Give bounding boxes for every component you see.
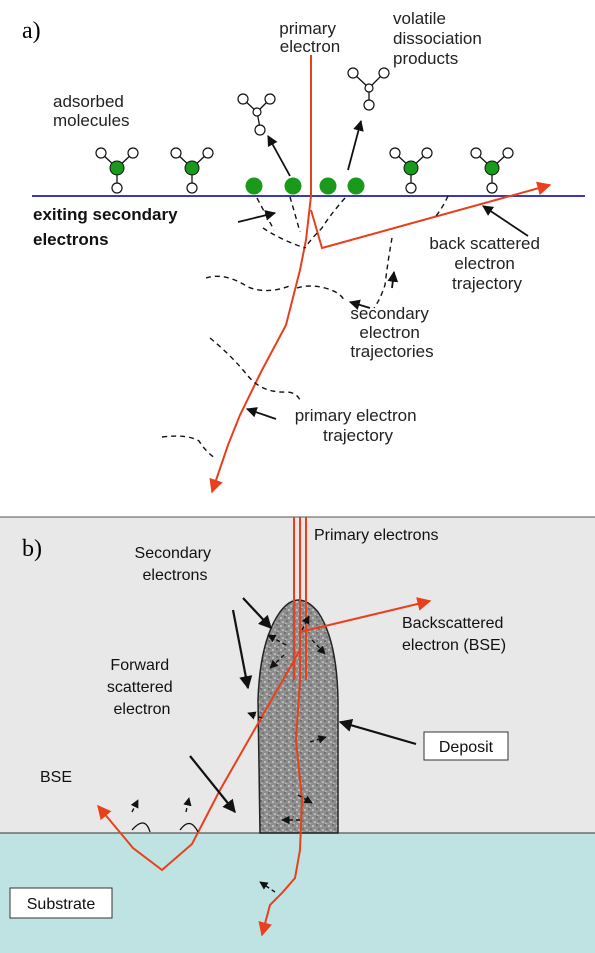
forward-pointer xyxy=(189,755,236,814)
label-primary-trajectory: primary electron trajectory xyxy=(295,406,422,445)
primary-traj-pointer xyxy=(245,407,277,420)
panel-a-label: a) xyxy=(22,18,41,44)
adsorbed-molecule xyxy=(170,147,214,194)
panel-b: b) Primary electrons xyxy=(0,516,595,953)
desorb-arrow-right xyxy=(347,119,364,171)
se-path-9 xyxy=(209,337,301,401)
deposit-label-box xyxy=(423,731,509,761)
bse-right-trajectory xyxy=(299,597,432,633)
label-primary-electrons: Primary electrons xyxy=(314,527,438,544)
exiting-pointer xyxy=(237,210,277,223)
label-backscattered-electron: Backscattered electron (BSE) xyxy=(402,615,508,654)
secondary-pointer-2 xyxy=(231,609,253,690)
label-primary-electron: primary electron xyxy=(279,19,340,56)
volatile-molecule xyxy=(237,93,276,136)
label-secondary-electrons: Secondary electrons xyxy=(135,545,216,584)
label-exiting-secondary: exiting secondary electrons xyxy=(33,205,182,249)
label-forward-scattered: Forward scattered electron xyxy=(107,657,177,718)
adsorbed-molecule xyxy=(95,147,139,194)
se-arrow xyxy=(267,634,287,646)
deposited-atom xyxy=(245,177,263,195)
secondary-pointer-1 xyxy=(387,270,399,289)
substrate-label-box xyxy=(9,887,113,919)
se-arrow xyxy=(247,711,263,720)
deposit-pointer xyxy=(338,718,417,746)
se-path-5 xyxy=(373,237,393,309)
primary-beam xyxy=(209,55,312,494)
se-path-6 xyxy=(435,195,449,217)
se-arrow xyxy=(297,794,313,804)
label-volatile-products: volatile dissociation products xyxy=(393,9,487,68)
se-arrow xyxy=(311,639,326,655)
secondary-pointer-2 xyxy=(348,299,371,310)
desorb-arrow-left xyxy=(267,135,291,177)
label-bse-left: BSE xyxy=(40,769,72,786)
se-arrow xyxy=(259,881,276,893)
se-arrow xyxy=(301,615,310,631)
se-path-10 xyxy=(161,435,216,459)
adsorbed-molecule xyxy=(470,147,514,194)
se-path-2 xyxy=(289,196,301,233)
label-secondary-trajectories: secondary electron trajectories xyxy=(350,304,433,361)
se-path-4 xyxy=(262,227,306,249)
se-arrow xyxy=(183,797,192,813)
secondary-pointer-1 xyxy=(242,597,272,629)
adsorbed-molecule xyxy=(389,147,433,194)
panel-b-label: b) xyxy=(22,536,42,562)
se-path-7 xyxy=(205,275,293,292)
deposited-atom xyxy=(284,177,302,195)
se-path-8 xyxy=(296,285,345,301)
label-substrate: Substrate xyxy=(27,896,96,913)
deposited-atom xyxy=(347,177,365,195)
deep-trajectory xyxy=(258,679,304,937)
backscatter-pointer xyxy=(482,205,529,237)
se-path-3 xyxy=(304,197,346,249)
se-arrow xyxy=(130,799,139,813)
se-arrow xyxy=(269,654,285,669)
se-arrow xyxy=(309,735,327,744)
scatter-arc xyxy=(131,822,151,833)
label-adsorbed-molecules: adsorbed molecules xyxy=(53,92,130,130)
scatter-arc xyxy=(179,822,199,833)
label-deposit: Deposit xyxy=(439,739,494,756)
panel-a: a) xyxy=(22,9,585,494)
forward-scatter-trajectory xyxy=(97,649,301,872)
label-back-scattered: back scattered electron trajectory xyxy=(429,234,544,293)
volatile-molecule xyxy=(347,67,390,111)
deposited-atom xyxy=(319,177,337,195)
backscatter-trajectory xyxy=(310,181,552,250)
